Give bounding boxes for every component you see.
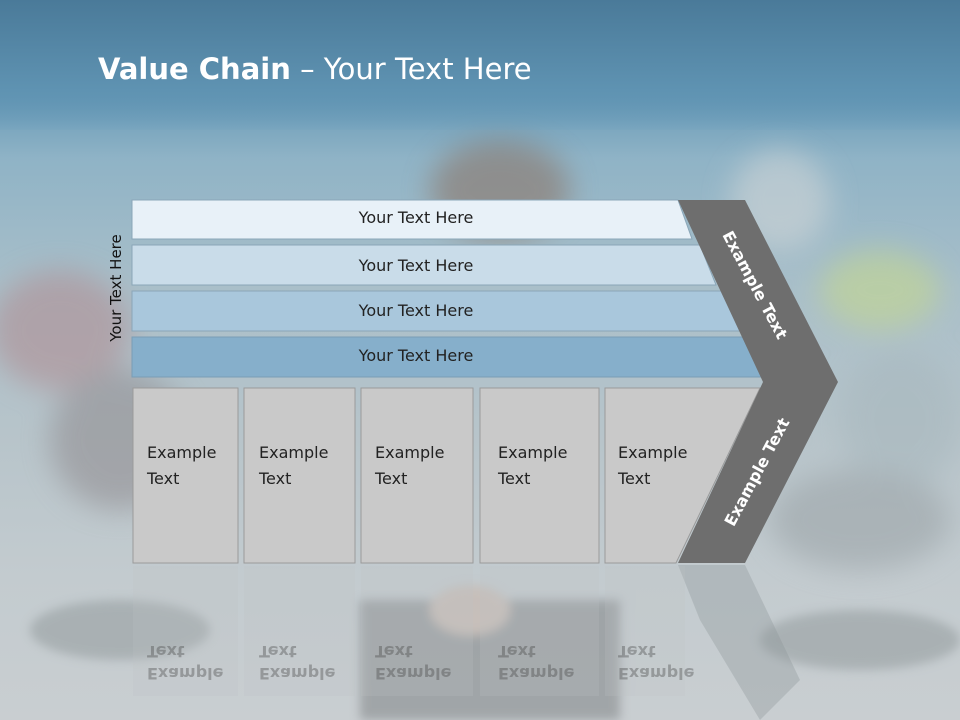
bar-1-label: Your Text Here <box>358 208 474 227</box>
box-5-line1: Example <box>618 443 688 462</box>
box-2-line1: Example <box>259 443 329 462</box>
title-rest: – Your Text Here <box>290 52 532 86</box>
box-5-label: Example Text <box>618 440 687 492</box>
chevron-reflection <box>678 565 800 720</box>
box-2-line2: Text <box>259 469 292 488</box>
bar-1 <box>131 199 693 240</box>
box-1-line1: Example <box>147 443 217 462</box>
box-1-line2: Text <box>147 469 180 488</box>
bar-4-label: Your Text Here <box>358 346 474 365</box>
bar-2 <box>131 244 717 286</box>
box-3 <box>360 387 474 564</box>
title-bold: Value Chain <box>98 52 291 86</box>
box-2-label: Example Text <box>259 440 328 492</box>
box-1-label: Example Text <box>147 440 216 492</box>
box-3-label: Example Text <box>375 440 444 492</box>
box-5 <box>604 387 761 564</box>
box-1 <box>132 387 239 564</box>
box-4-line1: Example <box>498 443 568 462</box>
bar-2-label: Your Text Here <box>358 256 474 275</box>
slide-title: Value Chain – Your Text Here <box>98 52 532 86</box>
box-3-line1: Example <box>375 443 445 462</box>
bar-3-label: Your Text Here <box>358 301 474 320</box>
box-4-line2: Text <box>498 469 531 488</box>
box-3-line2: Text <box>375 469 408 488</box>
box-4-label: Example Text <box>498 440 567 492</box>
box-reflections <box>133 566 685 696</box>
chevron-arrow <box>678 200 838 563</box>
title-bar <box>0 0 960 130</box>
box-4 <box>479 387 600 564</box>
box-5-line2: Text <box>618 469 651 488</box>
box-2 <box>243 387 356 564</box>
